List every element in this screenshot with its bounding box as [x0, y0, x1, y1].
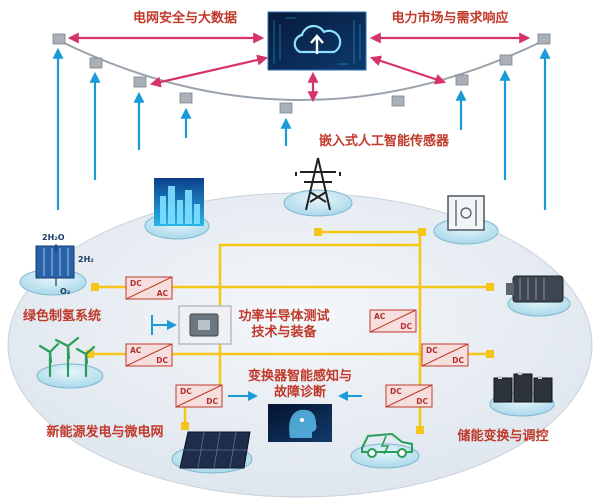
power-semiconductor-label-2: 技术与装备 — [251, 324, 317, 340]
smart-city-icon — [154, 178, 204, 226]
sensor-node — [455, 74, 469, 86]
converter-bottom-label: DC — [416, 397, 428, 406]
internal-arrows — [151, 315, 362, 401]
sensor-node — [499, 54, 513, 66]
upload-arrows — [52, 47, 551, 210]
sensor-node — [52, 33, 66, 45]
sensor-curve — [57, 39, 546, 101]
renewable-microgrid-label: 新能源发电与微电网 — [46, 424, 163, 440]
cloud-platform — [267, 11, 367, 71]
wind-turbine-icon — [38, 336, 96, 378]
ai-head-icon — [268, 404, 332, 442]
converter-box: DC AC — [125, 276, 173, 300]
converter-top-label: DC — [130, 279, 142, 288]
converter-top-label: DC — [426, 346, 438, 355]
converter-bottom-label: DC — [206, 397, 218, 406]
converter-box: DC DC — [421, 343, 469, 367]
platform — [7, 192, 593, 498]
pod — [36, 363, 104, 389]
converter-bottom-label: DC — [452, 356, 464, 365]
transmission-tower-icon — [295, 157, 341, 211]
energy-storage-label: 储能变换与调控 — [456, 428, 548, 444]
cloud-upload-icon — [293, 24, 342, 54]
electrolyzer-icon — [35, 244, 75, 286]
converter-bottom-label: AC — [157, 289, 169, 298]
power-semiconductor-label-1: 功率半导体测试 — [238, 308, 329, 324]
converter-box: DC DC — [385, 384, 433, 408]
converter-top-label: DC — [180, 387, 192, 396]
solar-panel-icon — [179, 431, 251, 469]
sensor-node — [537, 33, 551, 45]
green-hydrogen-label: 绿色制氢系统 — [23, 308, 101, 324]
sensor-node — [179, 92, 193, 104]
bus-terminals — [86, 228, 494, 434]
water-formula: 2H₂O — [42, 233, 65, 242]
converter-box: DC DC — [175, 384, 223, 408]
converter-diagnosis-label-2: 故障诊断 — [274, 384, 326, 400]
converter-diagnosis-label-1: 变换器智能感知与 — [248, 368, 352, 384]
sensor-node — [89, 57, 103, 69]
sensor-node — [279, 102, 293, 114]
converter-bottom-label: DC — [156, 356, 168, 365]
converter-box: AC DC — [369, 309, 417, 333]
power-module-icon — [178, 305, 232, 345]
battery-storage-icon — [493, 372, 553, 403]
converter-box: AC DC — [125, 343, 173, 367]
sensor-node — [133, 76, 147, 88]
transformer-icon — [447, 195, 485, 231]
converters: DC AC AC DC AC DC DC DC DC DC DC DC — [125, 276, 469, 408]
converter-top-label: AC — [374, 312, 386, 321]
pod — [283, 189, 353, 217]
power-market-label: 电力市场与需求响应 — [391, 10, 508, 26]
converter-top-label: DC — [390, 387, 402, 396]
hydrogen-formula: 2H₂ — [78, 255, 94, 264]
motor-icon — [506, 275, 564, 303]
data-arrows — [67, 32, 531, 103]
sensor-node — [391, 95, 405, 107]
ev-charging-icon — [361, 432, 413, 458]
converter-top-label: AC — [130, 346, 142, 355]
oxygen-formula: O₂ — [60, 287, 71, 296]
embedded-ai-sensor-label: 嵌入式人工智能传感器 — [319, 133, 450, 149]
converter-bottom-label: DC — [400, 322, 412, 331]
grid-security-label: 电网安全与大数据 — [133, 10, 237, 26]
data-arrow — [369, 55, 447, 85]
sensor-nodes — [52, 33, 551, 114]
data-arrow — [149, 54, 269, 88]
